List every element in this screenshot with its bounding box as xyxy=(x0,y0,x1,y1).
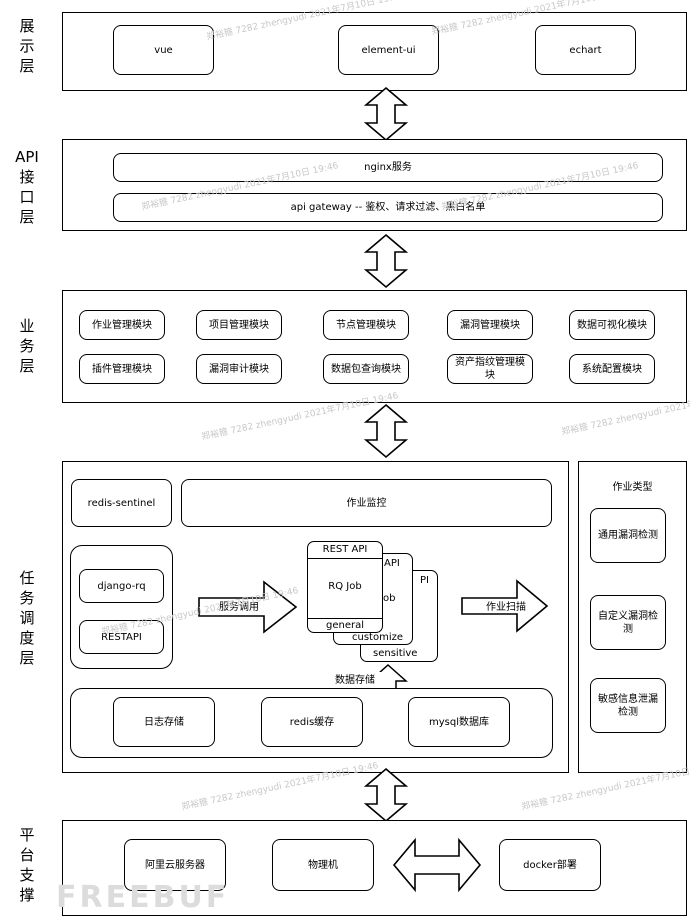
data-storage-label: 数据存储 xyxy=(325,672,385,688)
layer-label-scheduler: 任 务 调 度 层 xyxy=(19,569,35,667)
job-card-general xyxy=(307,541,383,633)
restapi-box: RESTAPI xyxy=(79,620,164,654)
api-gateway-box: api gateway -- 鉴权、请求过滤、黑白名单 xyxy=(113,193,663,222)
element-ui-box: element-ui xyxy=(338,25,439,75)
job-card-general-divider-bottom xyxy=(307,618,383,619)
redis-sentinel-box: redis-sentinel xyxy=(71,479,172,527)
physical-machine-box: 物理机 xyxy=(272,839,374,891)
module-packet-query: 数据包查询模块 xyxy=(323,354,409,384)
job-scan-arrow xyxy=(461,579,549,633)
layer-label-business: 业 务 层 xyxy=(19,317,35,375)
module-asset-fingerprint: 资产指纹管理模块 xyxy=(447,354,533,384)
job-scan-label: 作业扫描 xyxy=(486,601,526,613)
nginx-service-box: nginx服务 xyxy=(113,153,663,182)
job-card-customize-top: API xyxy=(384,558,400,569)
leftright-arrow-platform xyxy=(392,837,482,893)
service-call-label: 服务调用 xyxy=(219,601,259,613)
module-data-visualization: 数据可视化模块 xyxy=(569,310,655,340)
updown-arrow-api-business xyxy=(363,233,409,289)
job-types-title: 作业类型 xyxy=(612,481,653,493)
layer-label-platform: 平 台 支 撑 xyxy=(19,826,35,904)
redis-cache-box: redis缓存 xyxy=(261,697,363,747)
freebuf-logo: FREEBUF xyxy=(56,880,230,915)
module-system-config: 系统配置模块 xyxy=(569,354,655,384)
log-storage-box: 日志存储 xyxy=(113,697,215,747)
module-node-management: 节点管理模块 xyxy=(323,310,409,340)
updown-arrow-presentation-api xyxy=(363,86,409,142)
module-project-management: 项目管理模块 xyxy=(196,310,282,340)
job-type-general-vuln: 通用漏洞检测 xyxy=(590,508,666,563)
aliyun-server-box: 阿里云服务器 xyxy=(124,839,226,891)
job-card-sensitive-label: sensitive xyxy=(373,648,418,659)
layer-label-presentation: 展 示 层 xyxy=(19,17,35,75)
django-rq-box: django-rq xyxy=(79,569,164,603)
job-type-custom-vuln: 自定义漏洞检测 xyxy=(590,595,666,650)
module-vuln-audit: 漏洞审计模块 xyxy=(196,354,282,384)
job-card-sensitive-top: PI xyxy=(420,575,429,586)
vue-box: vue xyxy=(113,25,214,75)
business-layer-panel xyxy=(62,290,687,403)
module-job-management: 作业管理模块 xyxy=(79,310,165,340)
job-card-general-header: REST API xyxy=(322,544,368,555)
module-vuln-management: 漏洞管理模块 xyxy=(447,310,533,340)
module-plugin-management: 插件管理模块 xyxy=(79,354,165,384)
job-card-general-title: RQ Job xyxy=(328,581,362,592)
job-monitor-box: 作业监控 xyxy=(181,479,552,527)
echart-box: echart xyxy=(535,25,636,75)
updown-arrow-business-scheduler xyxy=(363,403,409,459)
docker-deploy-box: docker部署 xyxy=(499,839,601,891)
layer-label-api: API 接 口 层 xyxy=(15,148,39,226)
job-card-customize-label: customize xyxy=(352,632,404,643)
job-card-general-divider-top xyxy=(307,558,383,559)
job-card-general-label: general xyxy=(325,620,364,631)
job-type-sensitive-leak: 敏感信息泄漏检测 xyxy=(590,678,666,733)
job-card-customize-mid: ob xyxy=(383,593,396,604)
mysql-database-box: mysql数据库 xyxy=(408,697,510,747)
service-call-arrow xyxy=(198,580,298,634)
updown-arrow-scheduler-platform xyxy=(363,767,409,823)
